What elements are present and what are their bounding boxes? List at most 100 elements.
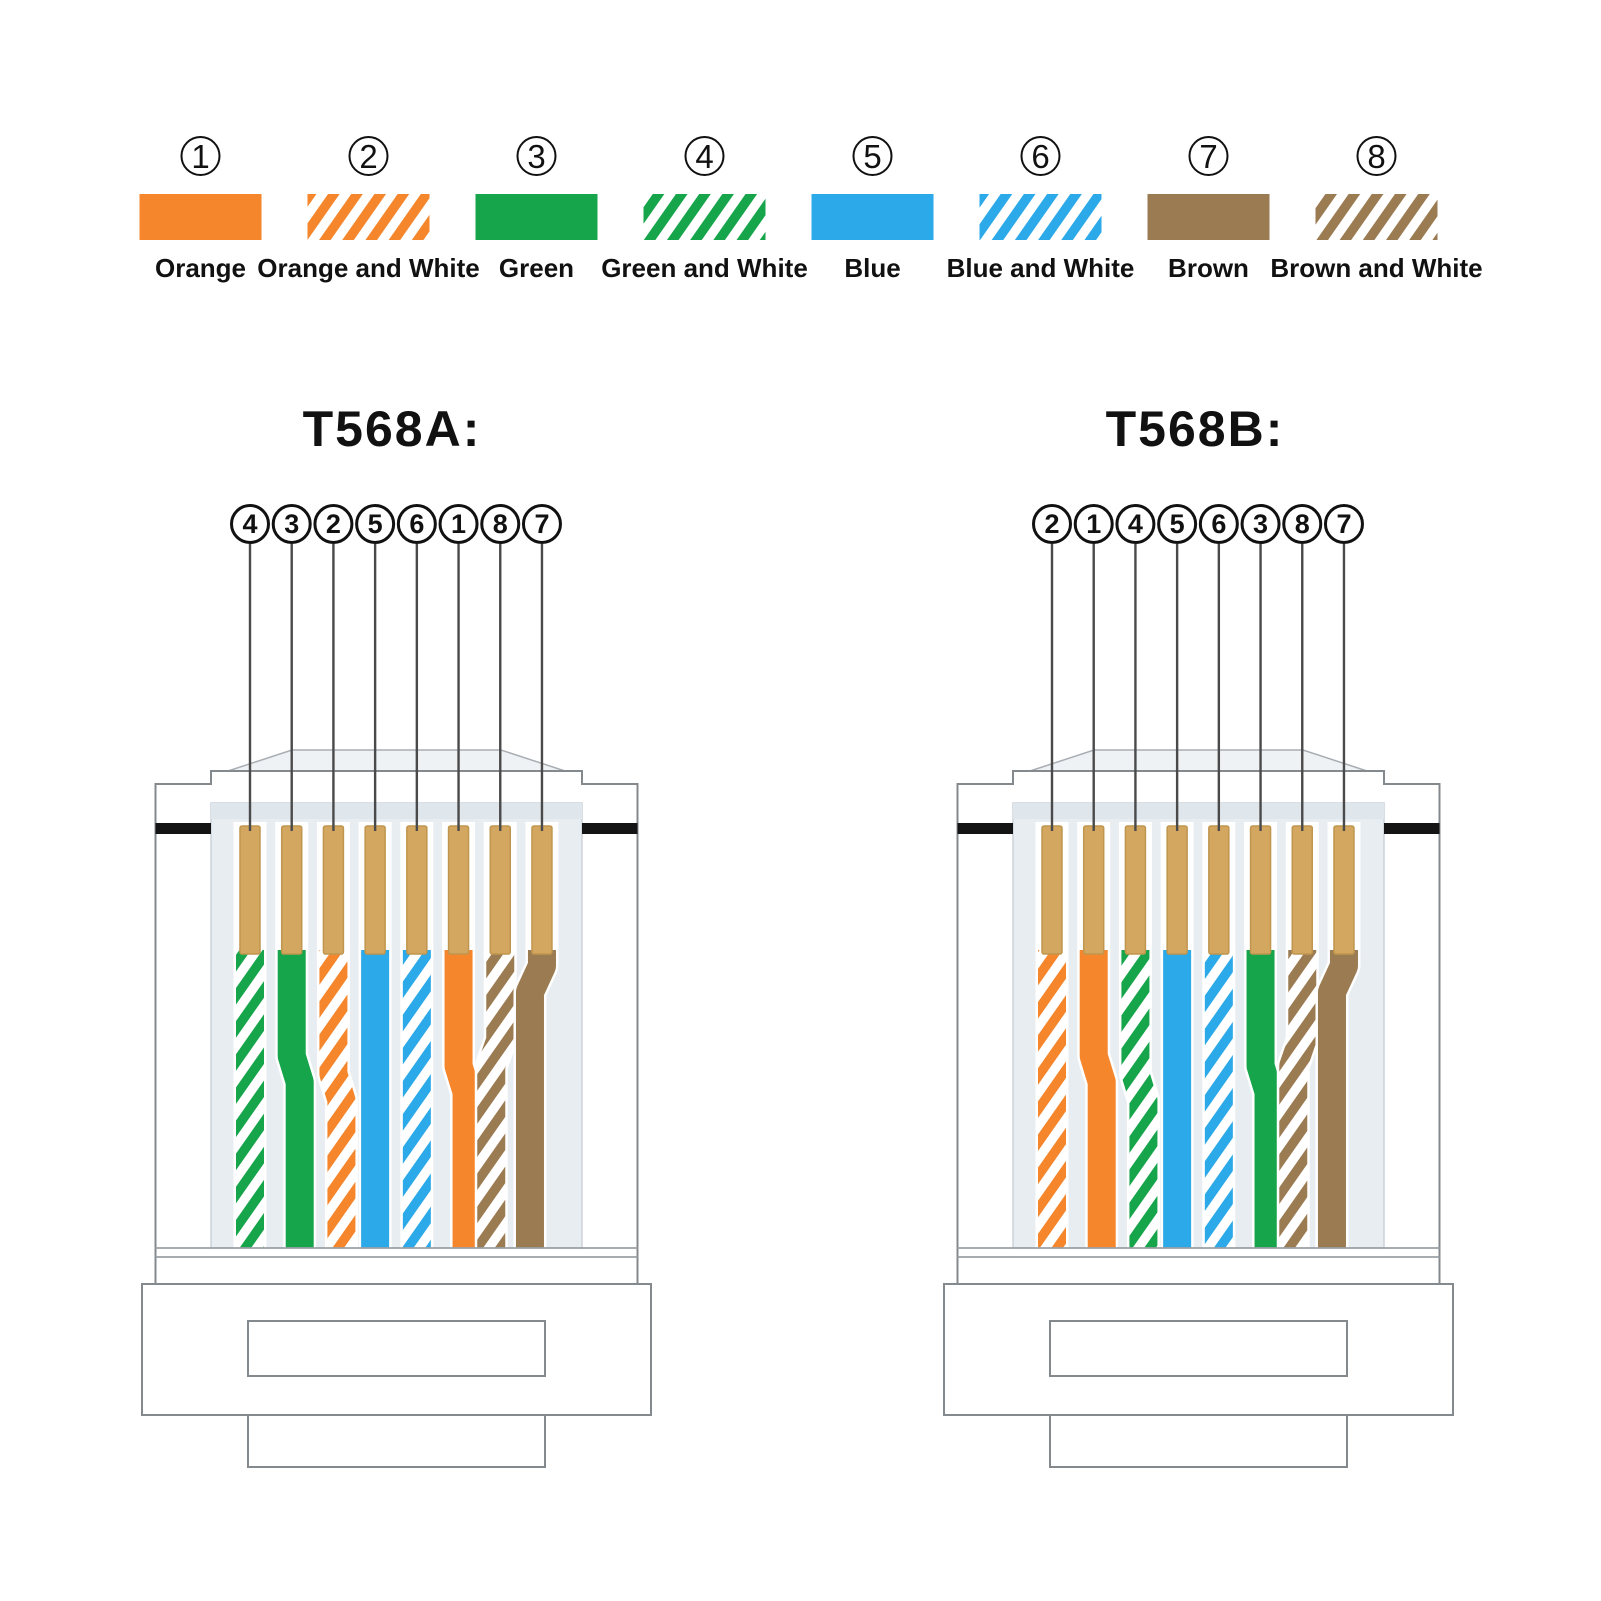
gold-pin xyxy=(1082,825,1105,955)
gold-pin xyxy=(1333,825,1355,955)
legend-number-circle xyxy=(1020,136,1061,176)
gold-pin xyxy=(322,825,345,955)
gold-pin xyxy=(406,825,428,955)
wire-t568b-8-brown xyxy=(1317,950,1358,1248)
legend-label-text: Brown xyxy=(1168,253,1249,283)
pin-number-t568a-pos4: 5 xyxy=(368,509,383,539)
pin-number-t568b-pos8: 7 xyxy=(1336,509,1351,539)
pin-number-t568a-pos8: 7 xyxy=(534,509,549,539)
connector-latch xyxy=(1029,749,1368,772)
legend-swatch-green xyxy=(475,194,598,240)
pin-number-t568a-pos7: 8 xyxy=(493,509,508,539)
left-black-bar xyxy=(957,823,1013,834)
pin-number-circle xyxy=(1323,504,1364,544)
legend-swatch-green-white xyxy=(643,194,766,240)
pin-number-t568a-pos6: 1 xyxy=(451,509,466,539)
legend-swatch-brown xyxy=(1147,194,1270,240)
wire-t568b-6-green xyxy=(1246,950,1283,1248)
t568b-title: T568B: xyxy=(1106,401,1285,457)
pin-number-circle xyxy=(1240,504,1281,544)
gold-pin xyxy=(1166,825,1188,955)
gold-pin xyxy=(239,825,261,955)
legend-number-text: 4 xyxy=(695,138,713,175)
legend-swatch-blue-white xyxy=(979,194,1102,240)
pin-number-circle xyxy=(1198,504,1239,544)
legend-number-circle xyxy=(684,136,725,176)
gold-pin xyxy=(489,825,512,955)
wire-t568b-7-brown-white xyxy=(1279,950,1317,1248)
pin-number-t568b-pos2: 1 xyxy=(1086,509,1101,539)
legend-label-text: Blue and White xyxy=(947,253,1135,283)
pin-number-t568b-pos4: 5 xyxy=(1170,509,1185,539)
wire-t568a-3-orange-white xyxy=(319,950,356,1248)
wire-t568a-7-brown-white xyxy=(477,950,515,1248)
gold-pin xyxy=(1249,825,1272,955)
pin-number-circle xyxy=(271,504,312,544)
legend-label-text: Orange xyxy=(155,253,246,283)
wire-t568a-6-orange xyxy=(444,950,481,1248)
pin-number-circle xyxy=(1032,504,1072,544)
legend-label-text: Orange and White xyxy=(257,253,479,283)
gold-pin xyxy=(1124,825,1147,955)
legend-number-circle xyxy=(348,136,389,176)
pin-number-t568b-pos6: 3 xyxy=(1253,509,1268,539)
legend-number-text: 3 xyxy=(527,138,545,175)
legend-swatch-brown-white xyxy=(1315,194,1438,240)
pin-number-circle xyxy=(1282,504,1323,544)
t568a-title: T568A: xyxy=(303,401,482,457)
pin-number-t568b-pos1: 2 xyxy=(1044,509,1059,539)
connector-latch xyxy=(227,749,566,772)
left-black-bar xyxy=(155,823,211,834)
legend-swatch-orange-white xyxy=(307,194,430,240)
pin-number-t568a-pos3: 2 xyxy=(326,509,341,539)
pin-number-circle xyxy=(1157,504,1198,544)
contact-panel-top-band xyxy=(1013,803,1384,819)
legend-number-circle xyxy=(852,136,893,176)
gold-pin xyxy=(447,825,470,955)
boot-window xyxy=(247,1320,546,1377)
legend-number-circle xyxy=(516,136,557,176)
right-black-bar xyxy=(1384,823,1440,834)
gold-pin xyxy=(1208,825,1230,955)
legend-number-circle xyxy=(1188,136,1229,176)
legend-number-text: 2 xyxy=(359,138,377,175)
pin-number-t568b-pos7: 8 xyxy=(1295,509,1310,539)
pin-number-circle xyxy=(480,504,521,544)
legend-number-circle xyxy=(1356,136,1397,176)
boot-window xyxy=(1049,1320,1348,1377)
pin-number-circle xyxy=(313,504,354,544)
gold-pin xyxy=(280,825,303,955)
right-black-bar xyxy=(582,823,638,834)
legend-number-text: 8 xyxy=(1367,138,1385,175)
legend-number-text: 5 xyxy=(863,138,881,175)
gold-pin xyxy=(1291,825,1314,955)
pin-number-circle xyxy=(438,504,479,544)
pin-number-circle xyxy=(521,504,562,544)
legend-swatch-orange xyxy=(139,194,262,240)
pin-number-circle xyxy=(230,504,270,544)
legend-number-text: 7 xyxy=(1199,138,1217,175)
wire-t568b-3-green-white xyxy=(1121,950,1158,1248)
wire-t568a-2-green xyxy=(277,950,314,1248)
legend-label-text: Green xyxy=(499,253,574,283)
legend-swatch-blue xyxy=(811,194,934,240)
boot-tab xyxy=(247,1414,546,1468)
pin-number-circle xyxy=(1073,504,1114,544)
wire-t568a-8-brown xyxy=(515,950,556,1248)
legend-label-text: Blue xyxy=(844,253,900,283)
gold-pin xyxy=(364,825,386,955)
pin-number-circle xyxy=(1115,504,1156,544)
